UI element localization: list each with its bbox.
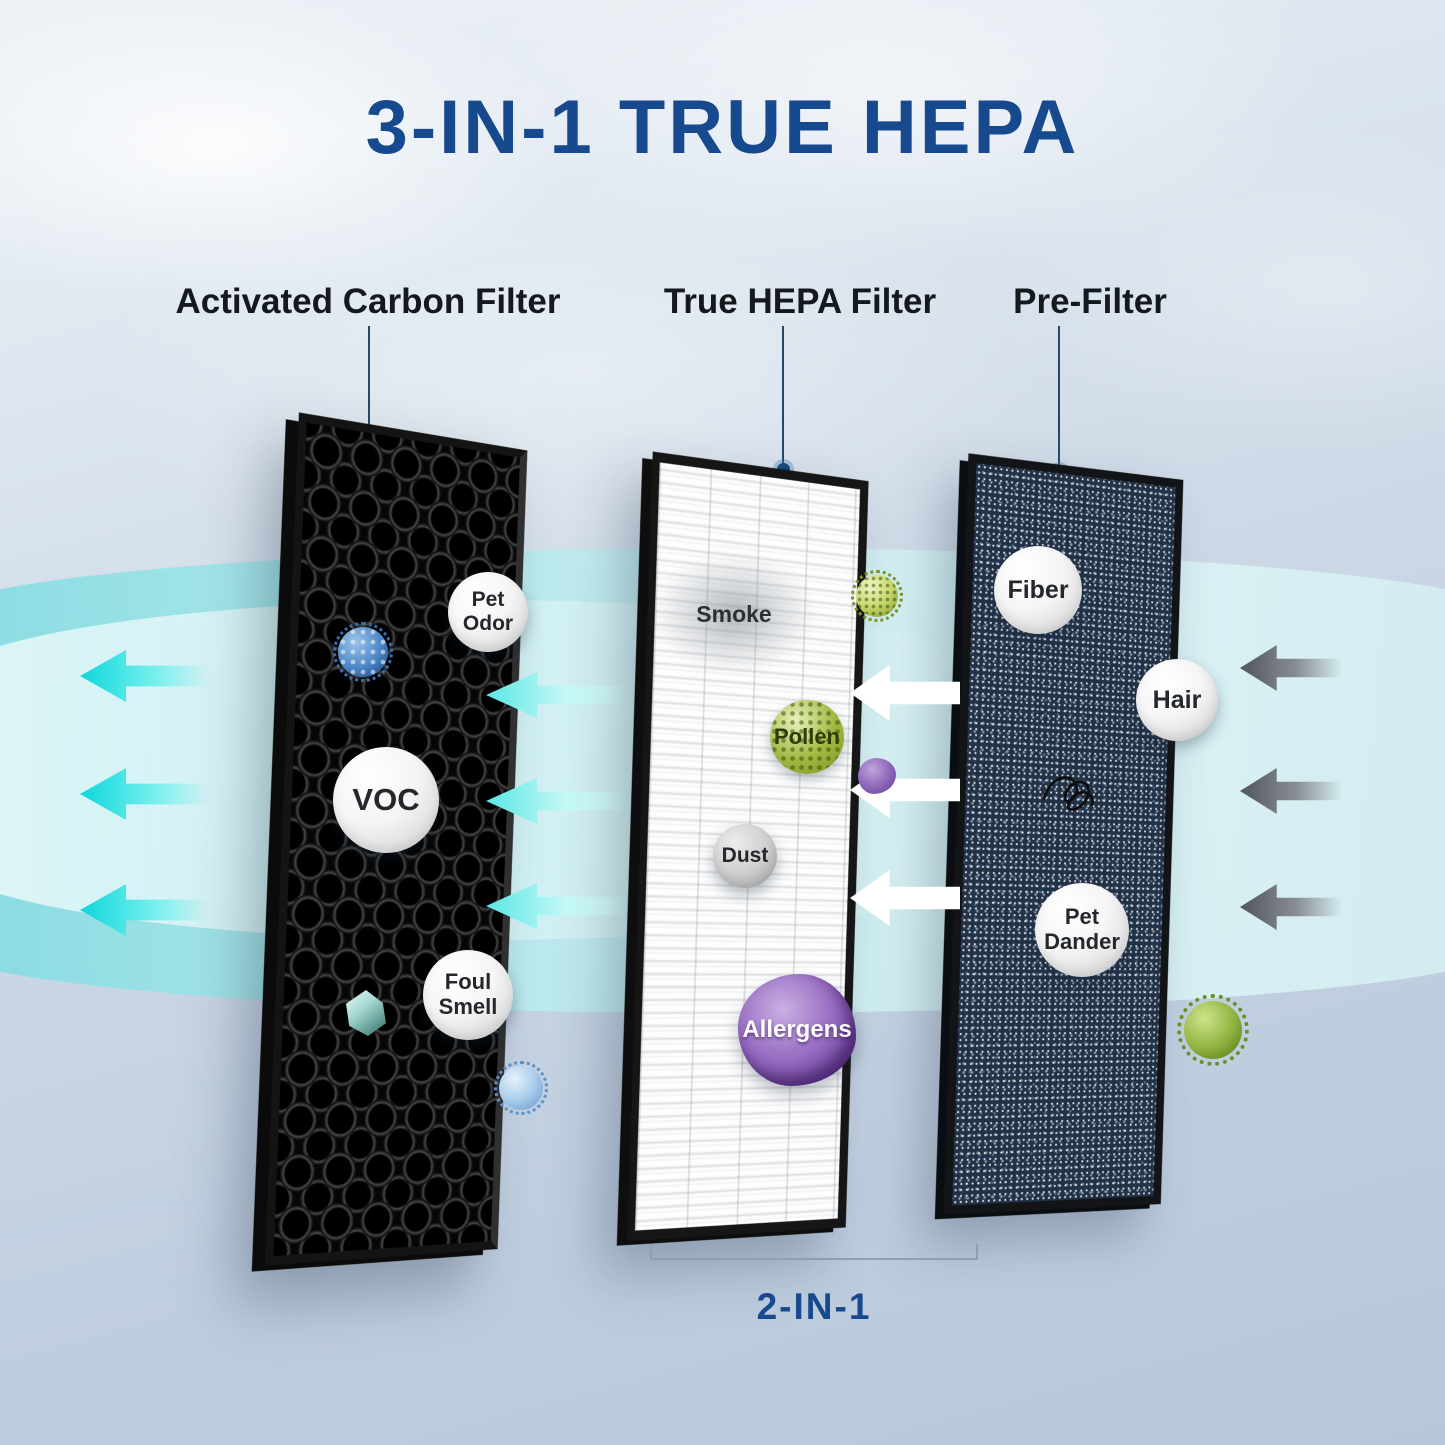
pet-odor-badge: Pet Odor: [448, 572, 528, 652]
combo-bracket: [650, 1244, 978, 1260]
green-germ-icon: [1177, 994, 1249, 1066]
hair-badge: Hair: [1136, 659, 1218, 741]
page-title: 3-IN-1 TRUE HEPA: [365, 85, 1080, 170]
hair-strand-icon: [1042, 776, 1094, 811]
fiber-badge: Fiber: [994, 546, 1082, 634]
pre-leader-line: [1058, 326, 1060, 467]
pre-filter-label: Pre-Filter: [1013, 282, 1167, 321]
blue-virus-icon: [333, 622, 393, 682]
carbon-leader-line: [368, 326, 370, 432]
hepa-leader-line: [782, 326, 784, 465]
pet-dander-badge: Pet Dander: [1035, 883, 1129, 977]
light-blue-virus-icon: [494, 1061, 548, 1115]
voc-badge: VOC: [333, 747, 439, 853]
smoke-particle: Smoke: [652, 553, 816, 675]
hepa-filter-label: True HEPA Filter: [663, 282, 937, 321]
combo-label: 2-IN-1: [756, 1286, 872, 1327]
pollen-badge: Pollen: [770, 700, 844, 774]
dust-badge: Dust: [713, 824, 777, 888]
smoke-label: Smoke: [696, 600, 772, 627]
carbon-filter-label: Activated Carbon Filter: [175, 282, 561, 321]
pollen-particle-icon: [851, 570, 903, 622]
allergens-badge: Allergens: [738, 974, 856, 1086]
foul-smell-badge: Foul Smell: [423, 950, 513, 1040]
allergen-particle-icon: [858, 758, 896, 794]
